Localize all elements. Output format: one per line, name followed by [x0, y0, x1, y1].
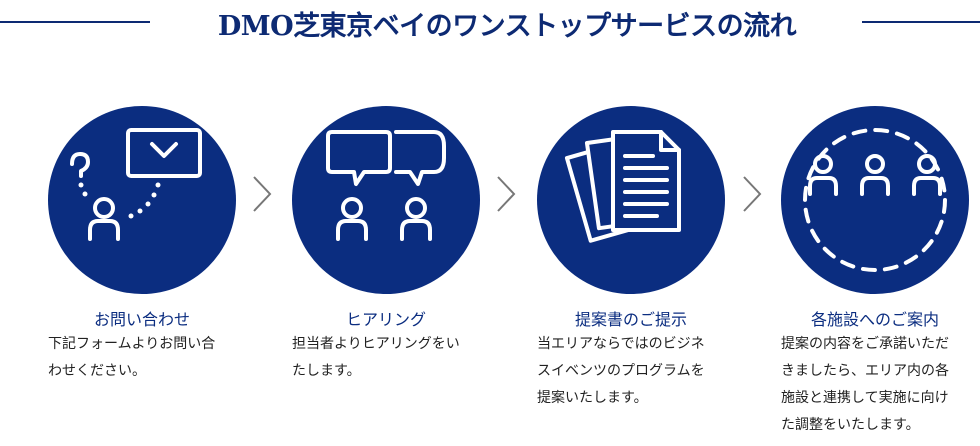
title-divider-right	[862, 21, 980, 23]
chevron-right-icon	[497, 176, 516, 212]
description-line: 当エリアならではのビジネ	[537, 336, 705, 352]
title-row: DMO芝東京ベイのワンストップサービスの流れ	[0, 0, 980, 44]
description-line: 担当者よりヒアリングをい	[292, 336, 460, 352]
group-circle-icon	[803, 128, 947, 272]
step-3-description: 当エリアならではのビジネ スイベンツのプログラムを 提案いたします。	[537, 331, 705, 412]
step-4-circle	[781, 106, 969, 294]
step-1-circle	[48, 106, 236, 294]
envelope-question-person-icon	[70, 128, 202, 241]
step-3-title: 提案書のご提示	[574, 310, 687, 329]
description-line: 下記フォームよりお問い合	[48, 336, 216, 352]
description-line: きましたら、エリア内の各	[781, 363, 949, 379]
description-line: 提案いたします。	[537, 390, 648, 406]
page-title: DMO芝東京ベイのワンストップサービスの流れ	[217, 11, 797, 42]
step-2-title: ヒアリング	[345, 310, 426, 329]
description-line: 施設と連携して実施に向け	[781, 390, 949, 406]
step-2-circle	[292, 106, 480, 294]
speech-bubbles-people-icon	[326, 130, 446, 241]
step-4-title: 各施設へのご案内	[810, 310, 939, 329]
documents-icon	[564, 130, 681, 243]
chevron-right-icon	[743, 176, 762, 212]
title-divider-left	[0, 21, 150, 23]
step-1-title: お問い合わせ	[93, 310, 190, 329]
step-1-description: 下記フォームよりお問い合 わせください。	[48, 331, 215, 385]
description-line: 提案の内容をご承諾いただ	[781, 336, 949, 352]
description-line: た調整をいたします。	[781, 417, 920, 433]
description-line: たします。	[292, 363, 361, 379]
step-2-description: 担当者よりヒアリングをい たします。	[292, 331, 460, 385]
chevron-right-icon	[253, 176, 272, 212]
step-3-circle	[537, 106, 725, 294]
step-4-description: 提案の内容をご承諾いただ きましたら、エリア内の各 施設と連携して実施に向け た…	[781, 331, 949, 439]
description-line: スイベンツのプログラムを	[537, 363, 705, 379]
description-line: わせください。	[48, 363, 146, 379]
